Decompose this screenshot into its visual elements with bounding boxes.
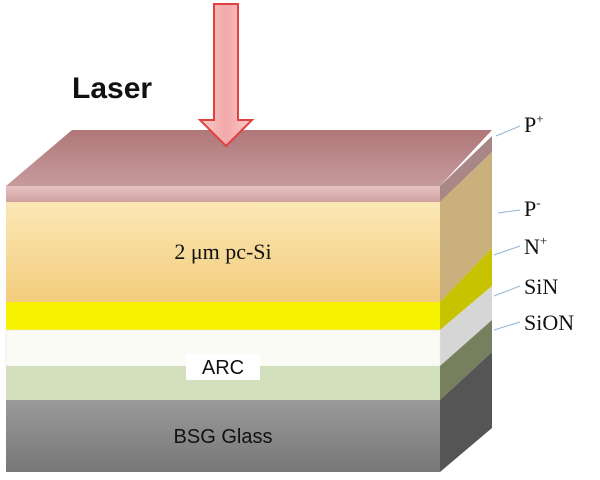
side-face-glass [440,352,492,472]
laser-title: Laser [72,72,152,105]
top-face [6,130,492,186]
leader-sion [493,321,521,331]
leader-lines [493,125,521,331]
side-face-n-plus [440,248,492,330]
front-face-p-plus [6,186,440,202]
layer-label-sin: SiN [524,274,558,299]
leader-p-plus [495,125,521,137]
layer-labels: P+ P- N+ SiN SiON [524,111,574,335]
front-face-n-plus [6,302,440,330]
arc-label-box [186,354,260,380]
pc-si-label: 2 μm pc-Si [174,239,271,264]
side-face-sion [440,320,492,400]
front-face-glass [6,400,440,472]
side-face-sin [440,286,492,366]
leader-n-plus [493,245,521,256]
front-faces [5,186,441,472]
layer-label-n-plus: N+ [524,233,547,259]
bsg-glass-label: BSG Glass [174,426,273,448]
laser-arrow [197,3,255,148]
layer-label-sion: SiON [524,310,574,335]
arc-label: ARC [202,357,244,379]
layer-label-p-minus: P- [524,195,541,221]
leader-sin [493,285,521,297]
side-face-p-plus [440,136,492,202]
leader-p-minus [497,209,521,214]
layer-label-p-plus: P+ [524,111,544,137]
front-face-p-minus [6,202,440,302]
side-faces [440,136,492,472]
side-face-p-minus [440,152,492,302]
